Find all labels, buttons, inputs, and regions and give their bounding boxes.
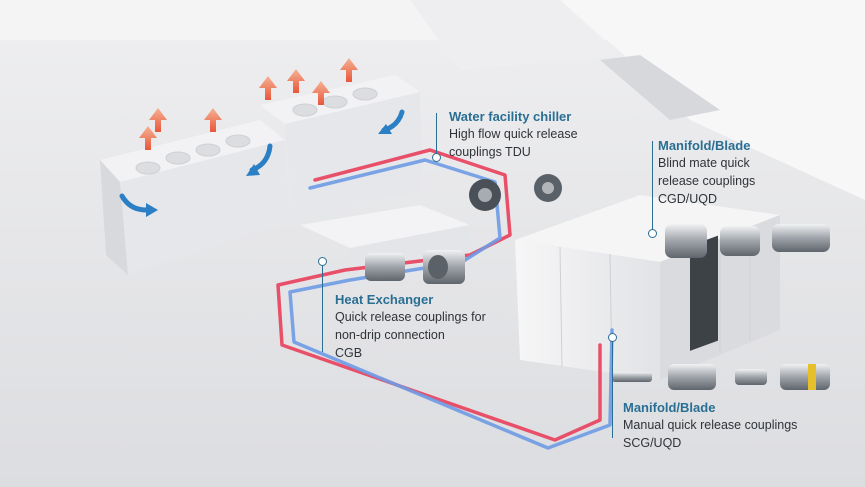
callout-manifold-blade-blind: Manifold/Blade Blind mate quick release … xyxy=(658,137,755,209)
cgd-uqd-coupling-icons xyxy=(665,224,830,258)
callout-line: Quick release couplings for xyxy=(335,310,486,325)
hot-air-arrow-icons xyxy=(139,58,358,150)
callout-manifold-blade-manual: Manifold/Blade Manual quick release coup… xyxy=(623,399,797,453)
callout-title: Manifold/Blade xyxy=(658,138,751,153)
callout-line: CGB xyxy=(335,345,363,360)
callout-water-facility-chiller: Water facility chiller High flow quick r… xyxy=(449,108,578,162)
roof-ledge xyxy=(600,55,720,120)
chiller-leader-line xyxy=(436,113,438,158)
callout-title: Manifold/Blade xyxy=(623,400,716,415)
manifold-manual-leader-line xyxy=(612,338,614,438)
manifold-blind-leader-line xyxy=(652,141,654,234)
fan-rings xyxy=(135,87,378,175)
callout-line: non-drip connection xyxy=(335,328,445,343)
heat-exchanger-leader-line xyxy=(322,262,324,352)
cgb-coupling-icons xyxy=(365,250,465,284)
callout-title: Water facility chiller xyxy=(449,109,572,124)
coolant-piping xyxy=(276,148,614,450)
chiller-marker xyxy=(432,153,441,162)
heat-exchanger-marker xyxy=(318,257,327,266)
manifold-blind-marker xyxy=(648,229,657,238)
callout-heat-exchanger: Heat Exchanger Quick release couplings f… xyxy=(335,291,486,363)
manifold-manual-marker xyxy=(608,333,617,342)
roof-ramp xyxy=(410,0,620,70)
tdu-coupling-icons xyxy=(469,174,562,211)
callout-line: couplings TDU xyxy=(449,145,531,160)
callout-line: Blind mate quick xyxy=(658,156,750,171)
callout-line: CGD/UQD xyxy=(658,191,718,206)
right-wall xyxy=(560,0,865,200)
scg-uqd-coupling-icons xyxy=(612,364,830,390)
callout-line: High flow quick release xyxy=(449,127,578,142)
callout-line: Manual quick release couplings xyxy=(623,418,798,433)
callout-line: release couplings xyxy=(658,174,756,189)
callout-title: Heat Exchanger xyxy=(335,292,434,307)
callout-line: SCG/UQD xyxy=(623,436,682,451)
